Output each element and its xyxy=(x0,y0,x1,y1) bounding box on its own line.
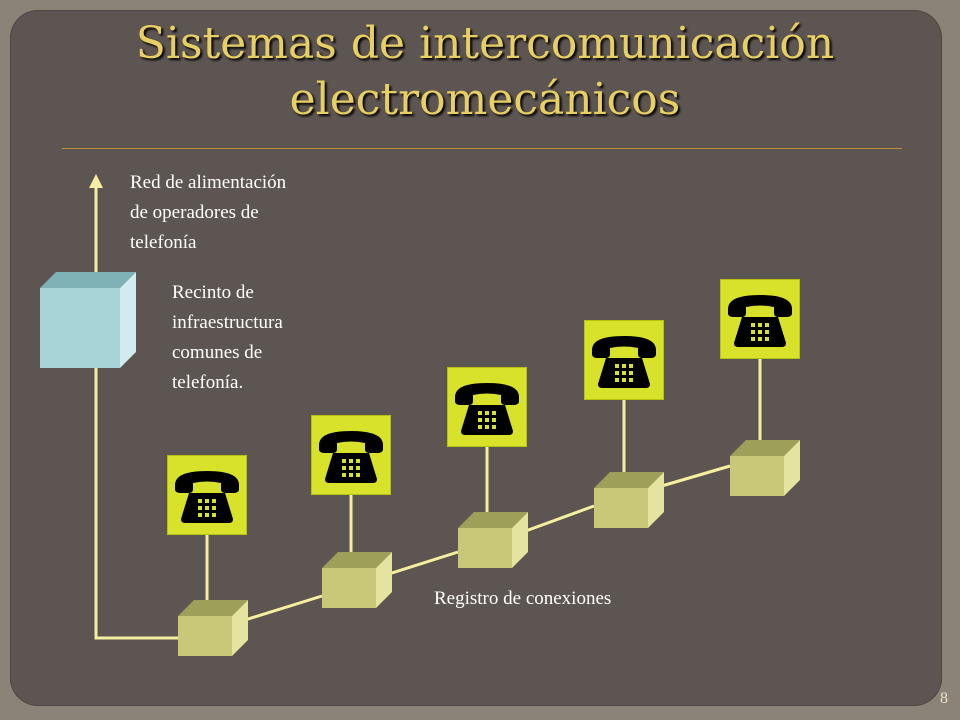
feed-network-line1: Red de alimentación xyxy=(130,172,287,193)
arrow-up-icon xyxy=(89,174,103,188)
connection-register-box xyxy=(458,512,528,568)
connection-register-box xyxy=(178,600,248,656)
telephone-icon xyxy=(311,415,391,495)
phone-drop-lines xyxy=(205,358,762,601)
connection-register-box xyxy=(594,472,664,528)
feed-network-line3: telefonía xyxy=(130,232,197,253)
infrastructure-room-line4: telefonía. xyxy=(172,372,244,393)
telephone-icon xyxy=(584,320,664,400)
feed-network-label: Red de alimentación de operadores de tel… xyxy=(130,168,286,258)
slide-title-line1: Sistemas de intercomunicación xyxy=(135,18,835,69)
connection-register-box xyxy=(322,552,392,608)
connection-register-box xyxy=(730,440,800,496)
infrastructure-room-line2: infraestructura xyxy=(172,312,283,333)
connection-register-label: Registro de conexiones xyxy=(434,588,612,609)
telephone-icon xyxy=(167,455,247,535)
feed-network-line2: de operadores de xyxy=(130,202,259,223)
title-divider xyxy=(62,148,902,149)
infrastructure-room-line3: comunes de xyxy=(172,342,263,363)
telephone-icon xyxy=(447,367,527,447)
infrastructure-room-line1: Recinto de xyxy=(172,282,254,303)
slide-title-line2: electromecánicos xyxy=(289,74,681,125)
page-number: 8 xyxy=(940,690,948,707)
telephone-icon xyxy=(720,279,800,359)
infrastructure-room-label: Recinto de infraestructura comunes de te… xyxy=(172,278,283,398)
infrastructure-cabinet-icon xyxy=(40,272,136,368)
slide-title: Sistemas de intercomunicación electromec… xyxy=(60,16,910,128)
